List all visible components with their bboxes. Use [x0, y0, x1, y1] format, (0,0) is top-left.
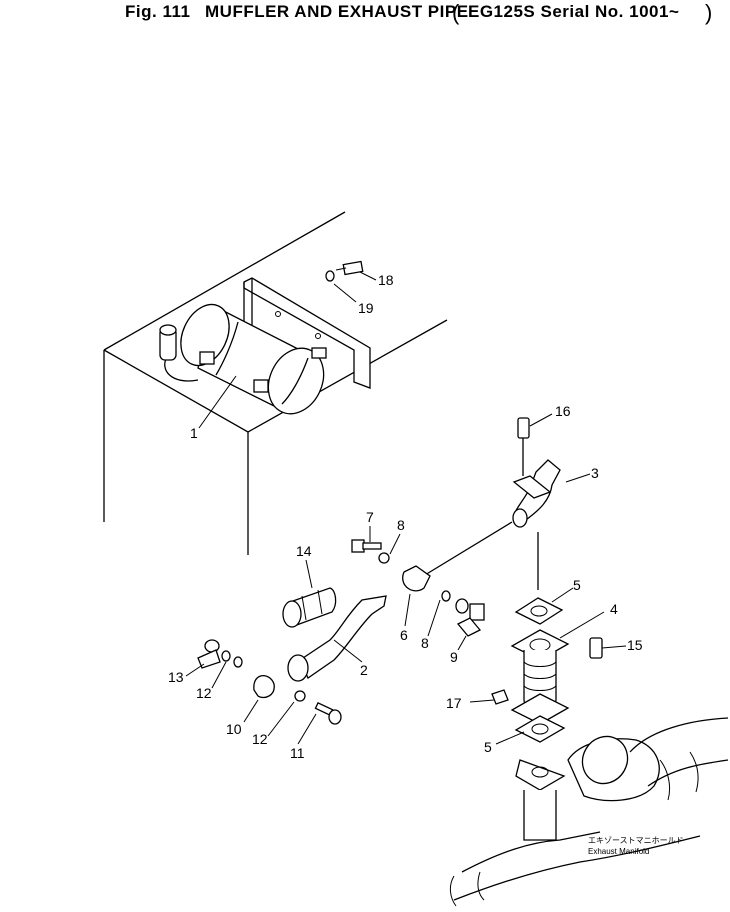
- clamp-6: [402, 565, 431, 592]
- bracket-9: [455, 598, 485, 637]
- callout-2: 2: [360, 662, 368, 678]
- callout-8-top: 8: [397, 517, 405, 533]
- callout-12-bottom: 12: [252, 731, 268, 747]
- callout-3: 3: [591, 465, 599, 481]
- callout-4: 4: [610, 601, 618, 617]
- washer-12-bottom: [294, 690, 306, 702]
- close-paren-glyph: ): [705, 0, 713, 25]
- figure-number: Fig. 111: [125, 2, 191, 21]
- callout-12-top: 12: [196, 685, 212, 701]
- callout-17: 17: [446, 695, 462, 711]
- callout-labels: 1 2 3 4 5 5 6 7 8 8 9 10 11 12 12 13 14 …: [168, 272, 643, 761]
- nut-13: [197, 639, 221, 669]
- callout-8-mid: 8: [421, 635, 429, 651]
- gasket-5-bottom: [514, 715, 566, 743]
- nut-17: [491, 689, 509, 705]
- exhaust-pipe-3: [419, 430, 561, 590]
- bolt-11: [314, 702, 342, 725]
- callout-15: 15: [627, 637, 643, 653]
- bolt-16: [517, 417, 530, 439]
- bolt-18: [335, 260, 364, 276]
- bellows-4: [510, 629, 570, 725]
- machine-body: [103, 211, 448, 555]
- figure-title: MUFFLER AND EXHAUST PIPE: [205, 2, 469, 21]
- callout-1: 1: [190, 425, 198, 441]
- callout-11: 11: [290, 745, 305, 761]
- washer-12-top-b: [233, 656, 243, 668]
- leader-lines: [185, 271, 627, 745]
- callout-7: 7: [366, 509, 374, 525]
- tail-pipe-14: [282, 587, 337, 628]
- clamp-10: [253, 675, 275, 699]
- callout-10: 10: [226, 721, 242, 737]
- callout-13: 13: [168, 669, 184, 685]
- callout-6: 6: [400, 627, 408, 643]
- pipe-2: [287, 595, 387, 682]
- figure-title-bar: Fig. 111 MUFFLER AND EXHAUST PIPE ( EG12…: [0, 0, 730, 122]
- washer-8-top: [378, 552, 390, 564]
- callout-14: 14: [296, 543, 312, 559]
- bolt-7: [351, 539, 382, 553]
- callout-19: 19: [358, 300, 374, 316]
- washer-8-mid: [441, 590, 451, 602]
- callout-5-top: 5: [573, 577, 581, 593]
- exhaust-manifold: [449, 717, 729, 907]
- bolt-15: [589, 637, 603, 659]
- manifold-caption-jp: エキゾーストマニホールド: [588, 836, 684, 845]
- callout-16: 16: [555, 403, 571, 419]
- muffler: [159, 303, 327, 415]
- callout-5-bottom: 5: [484, 739, 492, 755]
- figure-model-serial: EG125S Serial No. 1001~: [468, 2, 680, 21]
- manifold-caption-en: Exhaust Manifold: [588, 847, 649, 856]
- gasket-5-top: [514, 597, 564, 625]
- callout-9: 9: [450, 649, 458, 665]
- callout-18: 18: [378, 272, 394, 288]
- open-paren-glyph: (: [452, 0, 460, 25]
- washer-12-top: [221, 650, 231, 662]
- washer-19: [325, 270, 335, 282]
